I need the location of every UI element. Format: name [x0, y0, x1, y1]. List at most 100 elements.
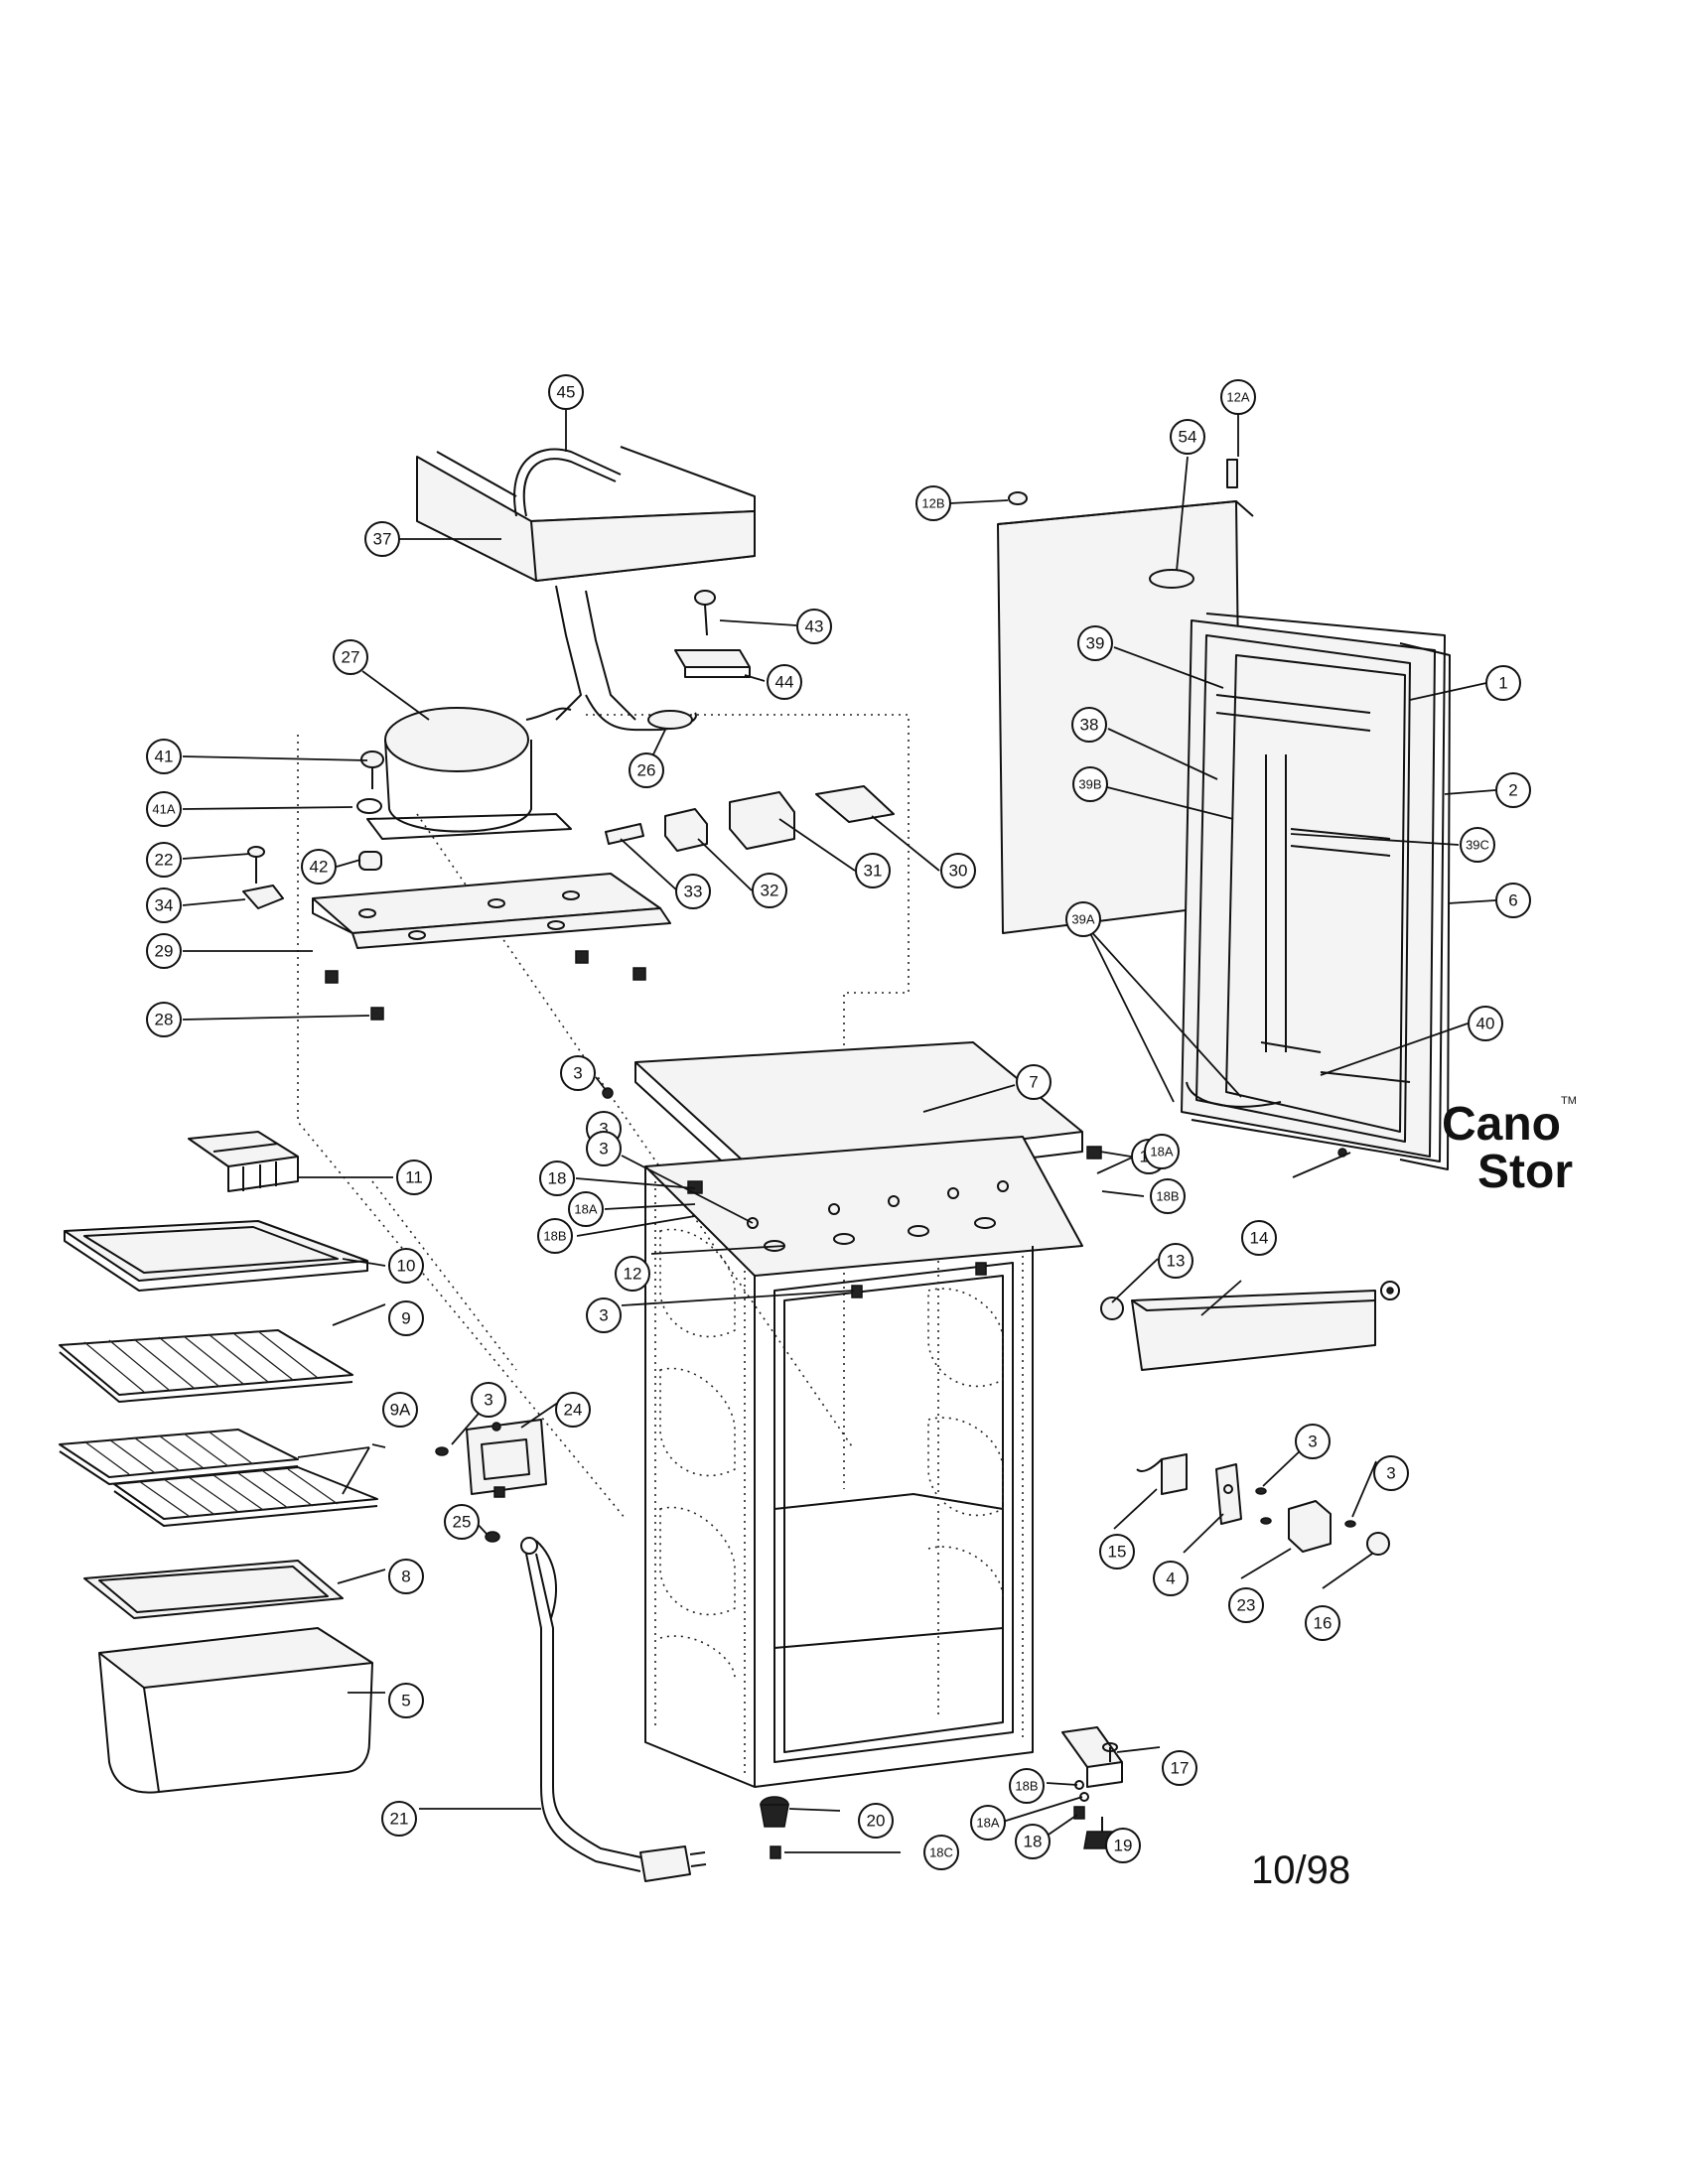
- callout-label: 18B: [1156, 1189, 1179, 1204]
- crisper-cover: [83, 1560, 344, 1619]
- callout-12: 12: [615, 1256, 650, 1292]
- thermostat-cover-23: [1288, 1500, 1332, 1553]
- callout-label: 54: [1179, 428, 1197, 447]
- callout-22: 22: [146, 842, 182, 878]
- callout-16: 16: [1305, 1605, 1340, 1641]
- callout-circle: [1295, 1424, 1331, 1459]
- callout-circle: [923, 1835, 959, 1870]
- relay-cover-31: [729, 791, 795, 850]
- callout-label: 8: [401, 1568, 410, 1586]
- callout-label: 42: [310, 858, 329, 877]
- callout-circle: [1071, 707, 1107, 743]
- callout-label: 45: [557, 383, 576, 402]
- callout-circle: [388, 1300, 424, 1336]
- cabinet-body: [644, 1136, 1083, 1788]
- door-outer-panel: [997, 500, 1254, 934]
- callout-circle: [396, 1160, 432, 1195]
- callout-31: 31: [855, 853, 891, 888]
- callout-circle: [146, 739, 182, 774]
- callout-circle: [858, 1803, 894, 1839]
- callout-label: 12B: [921, 496, 944, 511]
- callout-circle: [1373, 1455, 1409, 1491]
- callout-18B: 18B: [1150, 1178, 1186, 1214]
- callout-label: 12A: [1226, 390, 1249, 405]
- callout-40: 40: [1468, 1006, 1503, 1041]
- callout-26: 26: [629, 752, 664, 788]
- callout-3: 3: [1295, 1424, 1331, 1459]
- condenser-assembly: [416, 446, 756, 721]
- callout-circle: [301, 849, 337, 885]
- callout-9A: 9A: [382, 1392, 418, 1428]
- hinge-washers: [1073, 1780, 1089, 1820]
- callout-label: 17: [1171, 1759, 1190, 1778]
- leader-lines: [182, 410, 1496, 1853]
- callout-1: 1: [1485, 665, 1521, 701]
- callout-circle: [333, 639, 368, 675]
- power-cord: [520, 1537, 707, 1882]
- callout-9: 9: [388, 1300, 424, 1336]
- callout-label: 29: [155, 942, 174, 961]
- callout-label: 14: [1250, 1229, 1269, 1248]
- callout-circle: [537, 1218, 573, 1254]
- callout-label: 13: [1167, 1252, 1186, 1271]
- callout-label: 26: [637, 761, 656, 780]
- callout-circle: [1009, 1768, 1045, 1804]
- callout-circle: [471, 1382, 506, 1418]
- mounting-screws-28: [325, 950, 646, 1021]
- hinge-cap-12B: [1008, 491, 1028, 505]
- callout-label: 30: [949, 862, 968, 881]
- hinge-pin-12A: [1226, 459, 1238, 488]
- callout-circle: [1485, 665, 1521, 701]
- wire-shelf-half-upper: [59, 1429, 299, 1485]
- callout-circle: [444, 1504, 480, 1540]
- callout-25: 25: [444, 1504, 480, 1540]
- date-stamp: 10/98: [1251, 1848, 1350, 1892]
- callout-label: 10: [397, 1257, 416, 1276]
- mounting-screw-43: [694, 590, 716, 636]
- callout-15: 15: [1099, 1534, 1135, 1570]
- callout-10: 10: [388, 1248, 424, 1284]
- callout-28: 28: [146, 1002, 182, 1037]
- thermostat-knob-16: [1366, 1532, 1390, 1556]
- callout-45: 45: [548, 374, 584, 410]
- callout-circle: [629, 752, 664, 788]
- callout-17: 17: [1162, 1750, 1197, 1786]
- shelf-bar-knob-13: [1100, 1297, 1124, 1320]
- callout-circle: [1220, 379, 1256, 415]
- callout-6: 6: [1495, 883, 1531, 918]
- callout-label: 44: [775, 673, 794, 692]
- callout-circle: [796, 609, 832, 644]
- wire-shelf: [59, 1329, 353, 1403]
- callout-18: 18: [539, 1160, 575, 1196]
- wire-shelf-half-lower: [113, 1466, 378, 1527]
- callout-label: 41A: [152, 802, 175, 817]
- callout-7: 7: [1016, 1064, 1052, 1100]
- callout-20: 20: [858, 1803, 894, 1839]
- callout-24: 24: [555, 1392, 591, 1428]
- thermostat-bracket-4: [1215, 1463, 1242, 1525]
- callout-label: 39A: [1071, 912, 1094, 927]
- callout-label: 18: [548, 1169, 567, 1188]
- drip-tray: [64, 1220, 368, 1292]
- callout-44: 44: [767, 664, 802, 700]
- callout-circle: [1015, 1824, 1051, 1859]
- callout-label: 16: [1314, 1614, 1333, 1633]
- callout-label: 9A: [390, 1401, 411, 1420]
- callout-label: 21: [390, 1810, 409, 1829]
- overload-protector-32: [664, 808, 708, 852]
- callout-label: 3: [484, 1391, 492, 1410]
- assembly-guide-lines: [297, 714, 910, 1520]
- callout-circle: [146, 933, 182, 969]
- door-frame: [1399, 642, 1451, 1170]
- grommet-42: [358, 851, 382, 871]
- callout-14: 14: [1241, 1220, 1277, 1256]
- callout-label: 32: [761, 882, 779, 900]
- callout-circle: [1495, 883, 1531, 918]
- callout-18C: 18C: [923, 1835, 959, 1870]
- callout-circle: [1162, 1750, 1197, 1786]
- screw-22: [247, 846, 265, 884]
- callout-12B: 12B: [915, 485, 951, 521]
- callout-label: 5: [401, 1692, 410, 1710]
- callout-32: 32: [752, 873, 787, 908]
